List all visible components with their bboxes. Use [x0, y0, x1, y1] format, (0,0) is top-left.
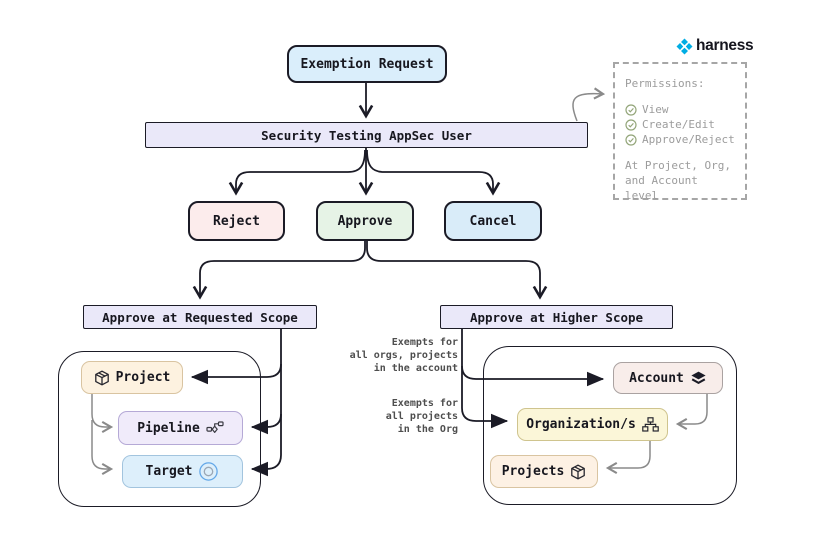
node-label: Cancel [469, 213, 517, 229]
permission-item-view: View [625, 102, 736, 117]
node-label: Security Testing AppSec User [261, 127, 472, 143]
node-label: Account [629, 370, 684, 386]
permission-item-create-edit: Create/Edit [625, 117, 736, 132]
node-pipeline: Pipeline [118, 411, 243, 445]
node-account: Account [613, 362, 723, 394]
node-exemption-request: Exemption Request [287, 45, 447, 83]
node-label: Target [145, 464, 193, 479]
permissions-scope-note: At Project, Org, and Account level [625, 159, 731, 202]
permissions-panel: Permissions: View Create/Edit Approve/Re… [613, 62, 747, 202]
check-circle-icon [625, 103, 637, 116]
node-approve-higher-scope: Approve at Higher Scope [440, 305, 673, 329]
node-approve-requested-scope: Approve at Requested Scope [83, 305, 317, 329]
node-label: Project [115, 370, 171, 385]
node-label: Approve at Requested Scope [102, 309, 298, 325]
node-label: Organization/s [526, 417, 636, 432]
permissions-title: Permissions: [625, 77, 705, 90]
node-label: Approve [337, 213, 393, 229]
node-projects: Projects [490, 455, 598, 488]
cube-icon [571, 464, 586, 479]
node-label: Pipeline [137, 420, 200, 436]
cube-icon [94, 370, 109, 385]
permission-label: View [642, 103, 669, 116]
node-organization: Organization/s [517, 408, 668, 441]
harness-logo-icon [676, 38, 693, 54]
node-project: Project [81, 361, 183, 394]
node-label: Projects [501, 464, 565, 479]
target-icon [199, 462, 219, 481]
node-cancel: Cancel [444, 201, 542, 241]
permission-item-approve-reject: Approve/Reject [625, 132, 736, 147]
node-label: Reject [213, 213, 260, 229]
node-appsec-user-bar: Security Testing AppSec User [145, 122, 588, 148]
annotation-account-scope: Exempts for all orgs, projects in the ac… [349, 337, 458, 374]
harness-logo: harness [676, 37, 754, 55]
node-reject: Reject [188, 201, 285, 241]
pipeline-icon [206, 421, 224, 433]
layers-icon [691, 371, 706, 384]
harness-wordmark: harness [696, 37, 754, 54]
annotation-org-scope: Exempts for all projects in the Org [385, 398, 458, 435]
permission-label: Approve/Reject [642, 133, 735, 146]
permission-label: Create/Edit [642, 118, 715, 131]
org-chart-icon [641, 417, 659, 432]
check-circle-icon [625, 133, 637, 146]
node-label: Exemption Request [300, 56, 434, 72]
node-target: Target [122, 455, 243, 488]
node-approve: Approve [316, 201, 414, 241]
check-circle-icon [625, 118, 637, 131]
node-label: Approve at Higher Scope [469, 309, 644, 325]
